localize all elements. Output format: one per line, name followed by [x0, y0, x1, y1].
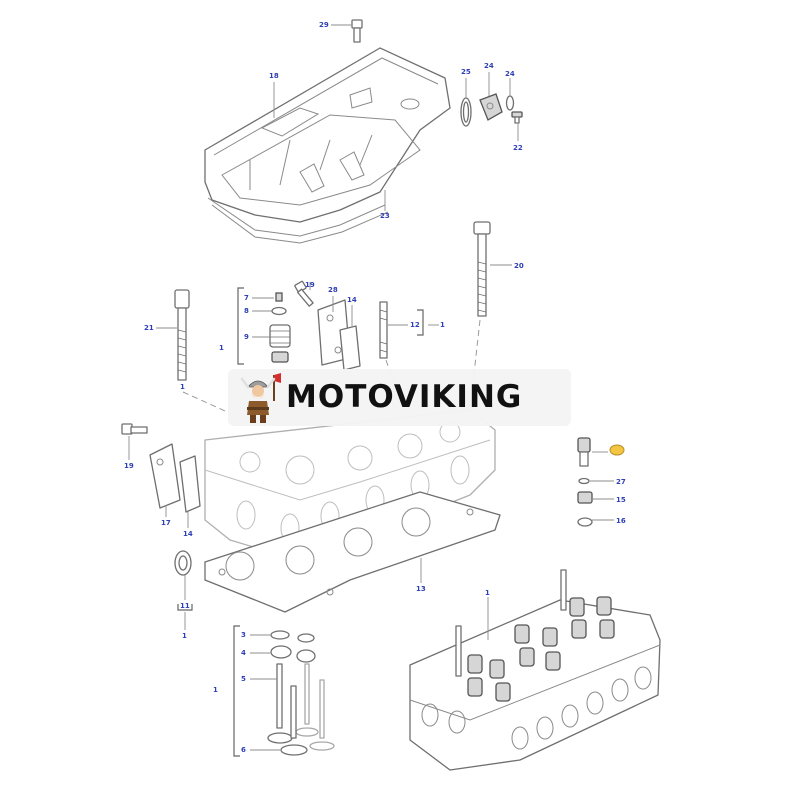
- plate-gasket: [339, 325, 361, 371]
- callout-23: 23: [380, 212, 390, 220]
- small-screw: [511, 111, 523, 124]
- long-bolt: [473, 221, 491, 317]
- viking-mascot-icon: [240, 373, 281, 423]
- callout-28: 28: [328, 286, 338, 294]
- callout-3: 3: [241, 631, 246, 639]
- callout-labels: 29 18 25 24 24 22 23 20 19 28 14 7 8 9 1…: [124, 21, 626, 754]
- callout-24: 24: [484, 62, 494, 70]
- brand-name: MOTOVIKING: [286, 379, 523, 415]
- callout-29: 29: [319, 21, 329, 29]
- side-bolt: [121, 423, 148, 435]
- callout-1: 1: [485, 589, 490, 597]
- callout-16: 16: [616, 517, 626, 525]
- bracket-stud: [417, 309, 424, 336]
- side-plate: [149, 443, 181, 509]
- callout-15: 15: [616, 496, 626, 504]
- brand-watermark: MOTOVIKING: [228, 369, 571, 426]
- cover-bolt: [351, 19, 363, 43]
- callout-27: 27: [616, 478, 626, 486]
- breather-cap: [479, 93, 503, 121]
- head-bolt: [174, 289, 190, 381]
- callout-22: 22: [513, 144, 523, 152]
- callout-18: 18: [269, 72, 279, 80]
- bracket-valves: [233, 625, 240, 757]
- callout-6: 6: [241, 746, 246, 754]
- head-gasket: [204, 491, 501, 613]
- cylinder-head-assembly: [409, 569, 661, 771]
- injector-spring-group: [269, 292, 291, 363]
- callout-7: 7: [244, 294, 249, 302]
- valve-stack: [267, 630, 335, 756]
- callout-9: 9: [244, 333, 249, 341]
- callout-19: 19: [124, 462, 134, 470]
- callout-21: 21: [144, 324, 154, 332]
- callout-11: 11: [180, 602, 190, 610]
- callout-14: 14: [347, 296, 357, 304]
- callout-1: 1: [180, 383, 185, 391]
- bracket-injector: [237, 287, 244, 365]
- callout-17: 17: [161, 519, 171, 527]
- callout-13: 13: [416, 585, 426, 593]
- small-bolt-19: [294, 280, 314, 307]
- callout-5: 5: [241, 675, 246, 683]
- stud: [379, 301, 388, 359]
- callout-4: 4: [241, 649, 246, 657]
- side-gasket: [179, 455, 201, 513]
- callout-14: 14: [183, 530, 193, 538]
- callout-1: 1: [440, 321, 445, 329]
- callout-12: 12: [410, 321, 420, 329]
- callout-20: 20: [514, 262, 524, 270]
- valve-cover: [204, 47, 451, 244]
- callout-24: 24: [505, 70, 515, 78]
- bracket-seal: [177, 604, 193, 611]
- callout-8: 8: [244, 307, 249, 315]
- callout-19: 19: [305, 281, 315, 289]
- callout-25: 25: [461, 68, 471, 76]
- temperature-sensor: [577, 437, 625, 527]
- callout-1: 1: [219, 344, 224, 352]
- callout-1: 1: [213, 686, 218, 694]
- leader-lines: [128, 24, 614, 751]
- callout-1: 1: [182, 632, 187, 640]
